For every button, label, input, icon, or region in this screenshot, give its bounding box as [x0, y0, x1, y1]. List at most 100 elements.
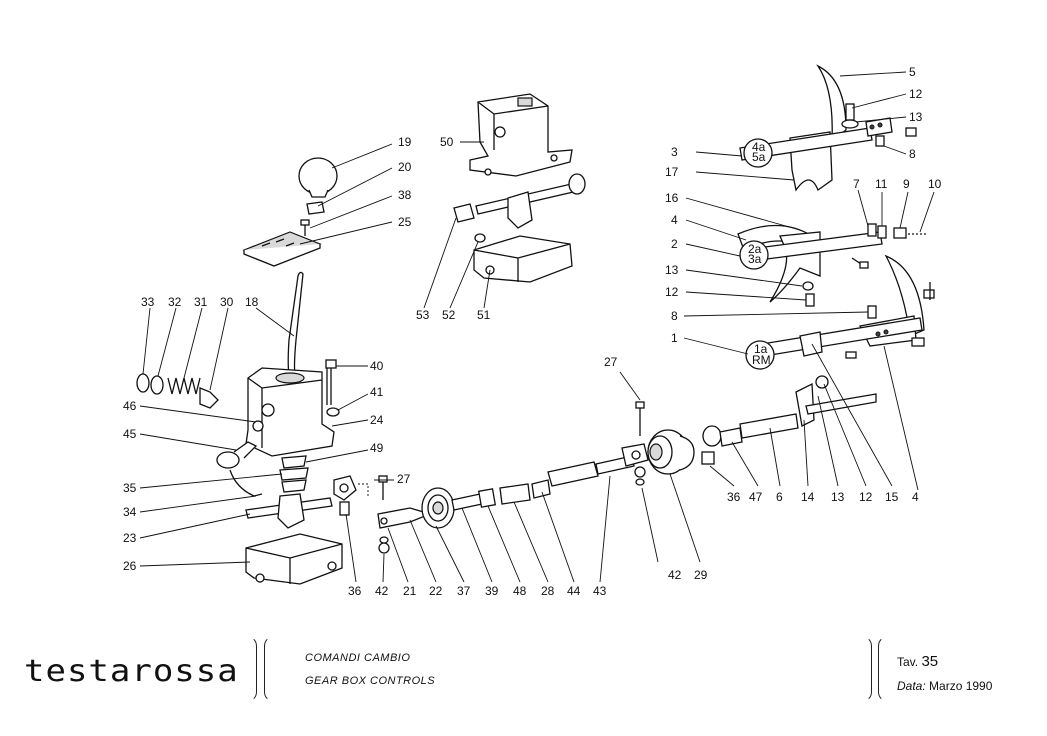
- coupling-43: [621, 443, 649, 467]
- tav-label: Tav.: [897, 655, 919, 669]
- nut-42-mid: [634, 466, 646, 486]
- date-label: Data:: [897, 679, 926, 693]
- callout-49: 49: [370, 441, 384, 455]
- table-number: Tav. 35: [897, 653, 938, 670]
- callout-12b: 12: [665, 285, 679, 299]
- callout-9: 9: [903, 177, 910, 191]
- callout-1: 1: [671, 331, 678, 345]
- callout-24: 24: [370, 413, 384, 427]
- gear-lever: [287, 271, 304, 381]
- callout-3: 3: [671, 145, 678, 159]
- callout-38: 38: [398, 188, 412, 202]
- bolt-40: [325, 359, 337, 405]
- gear-knob: [298, 157, 338, 198]
- support-26: [245, 533, 343, 585]
- drive-shaft-segments: [451, 455, 635, 511]
- screw-27-mid: [635, 401, 645, 436]
- callout-12: 12: [909, 87, 923, 101]
- callout-50: 50: [440, 135, 454, 149]
- universal-joint-37: [421, 487, 455, 529]
- bellows-29: [647, 429, 695, 475]
- callout-39: 39: [485, 584, 499, 598]
- gear-tag-5a: 5a: [752, 150, 766, 164]
- gear-tag-rm: RM: [752, 353, 771, 367]
- callout-40: 40: [370, 359, 384, 373]
- callout-30: 30: [220, 295, 234, 309]
- shift-rod-upper: [475, 173, 586, 229]
- callout-46: 46: [123, 399, 137, 413]
- callout-52: 52: [442, 308, 456, 322]
- callout-14: 14: [801, 490, 815, 504]
- callout-36a: 36: [348, 584, 362, 598]
- gear-tag-1a: 1a: [754, 342, 768, 356]
- callout-8b: 8: [671, 309, 678, 323]
- callout-13c: 13: [831, 490, 845, 504]
- rod-23: [245, 493, 333, 529]
- callout-21: 21: [403, 584, 417, 598]
- yoke-22: [377, 507, 432, 529]
- nut-42-left: [378, 536, 390, 554]
- callout-27b: 27: [397, 472, 411, 486]
- callout-labels: 5 12 13 3 8 17 7 11 9 10 16 4 2 13 12 8 …: [123, 65, 942, 598]
- callout-53: 53: [416, 308, 430, 322]
- callout-32: 32: [168, 295, 182, 309]
- logo-box: testarossa: [6, 636, 257, 702]
- callout-41: 41: [370, 385, 384, 399]
- callout-4b: 4: [912, 490, 919, 504]
- callout-16: 16: [665, 191, 679, 205]
- shaft-2: 2a 3a: [739, 223, 926, 307]
- date-value: Marzo 1990: [929, 679, 993, 693]
- title-english: GEAR BOX CONTROLS: [305, 675, 436, 687]
- tav-number: 35: [921, 653, 939, 670]
- callout-22: 22: [429, 584, 443, 598]
- fork-5: [789, 64, 847, 192]
- gear-tag-4a: 4a: [752, 140, 766, 154]
- date-line: Data: Marzo 1990: [897, 679, 992, 693]
- callout-8: 8: [909, 147, 916, 161]
- ball-joint-45: [216, 420, 264, 469]
- support-51: [473, 235, 573, 283]
- description-box: COMANDI CAMBIO GEAR BOX CONTROLS: [264, 636, 872, 702]
- callout-29: 29: [694, 568, 708, 582]
- lever-housing: [245, 367, 335, 457]
- callout-33: 33: [141, 295, 155, 309]
- callout-2: 2: [671, 237, 678, 251]
- callout-31: 31: [194, 295, 208, 309]
- upper-housing-50: [469, 93, 573, 177]
- gear-tag-2a: 2a: [748, 242, 762, 256]
- exploded-parts-diagram: 4a 5a 2a 3a 1a RM: [123, 64, 942, 598]
- callout-28: 28: [541, 584, 555, 598]
- callout-45: 45: [123, 427, 137, 441]
- callout-35: 35: [123, 481, 137, 495]
- info-box: Tav. 35 Data: Marzo 1990: [878, 636, 1039, 702]
- callout-7: 7: [853, 177, 860, 191]
- callout-25: 25: [398, 215, 412, 229]
- nut-41: [326, 407, 340, 417]
- rear-shaft-6: [701, 375, 877, 465]
- title-block: testarossa COMANDI CAMBIO GEAR BOX CONTR…: [0, 636, 1047, 704]
- linkage-34: [229, 469, 263, 497]
- callout-13: 13: [909, 110, 923, 124]
- callout-12c: 12: [859, 490, 873, 504]
- screw-27-low: [378, 475, 388, 500]
- pin-52: [474, 233, 486, 243]
- gate-plate: [242, 231, 322, 267]
- callout-13b: 13: [665, 263, 679, 277]
- callout-34: 34: [123, 505, 137, 519]
- callout-27a: 27: [604, 355, 618, 369]
- callout-48: 48: [513, 584, 527, 598]
- callout-18: 18: [245, 295, 259, 309]
- callout-47: 47: [749, 490, 763, 504]
- spring-stack-30-33: [136, 373, 219, 409]
- callout-51: 51: [477, 308, 491, 322]
- clamp-36-left: [333, 475, 357, 516]
- shaft-1: 1a RM: [745, 282, 935, 370]
- callout-10: 10: [928, 177, 942, 191]
- title-italian: COMANDI CAMBIO: [305, 652, 411, 664]
- shaft-3: 4a 5a: [739, 103, 917, 168]
- callout-11: 11: [875, 177, 888, 191]
- callout-26: 26: [123, 559, 137, 573]
- callout-20: 20: [398, 160, 412, 174]
- callout-23: 23: [123, 531, 137, 545]
- callout-43: 43: [593, 584, 607, 598]
